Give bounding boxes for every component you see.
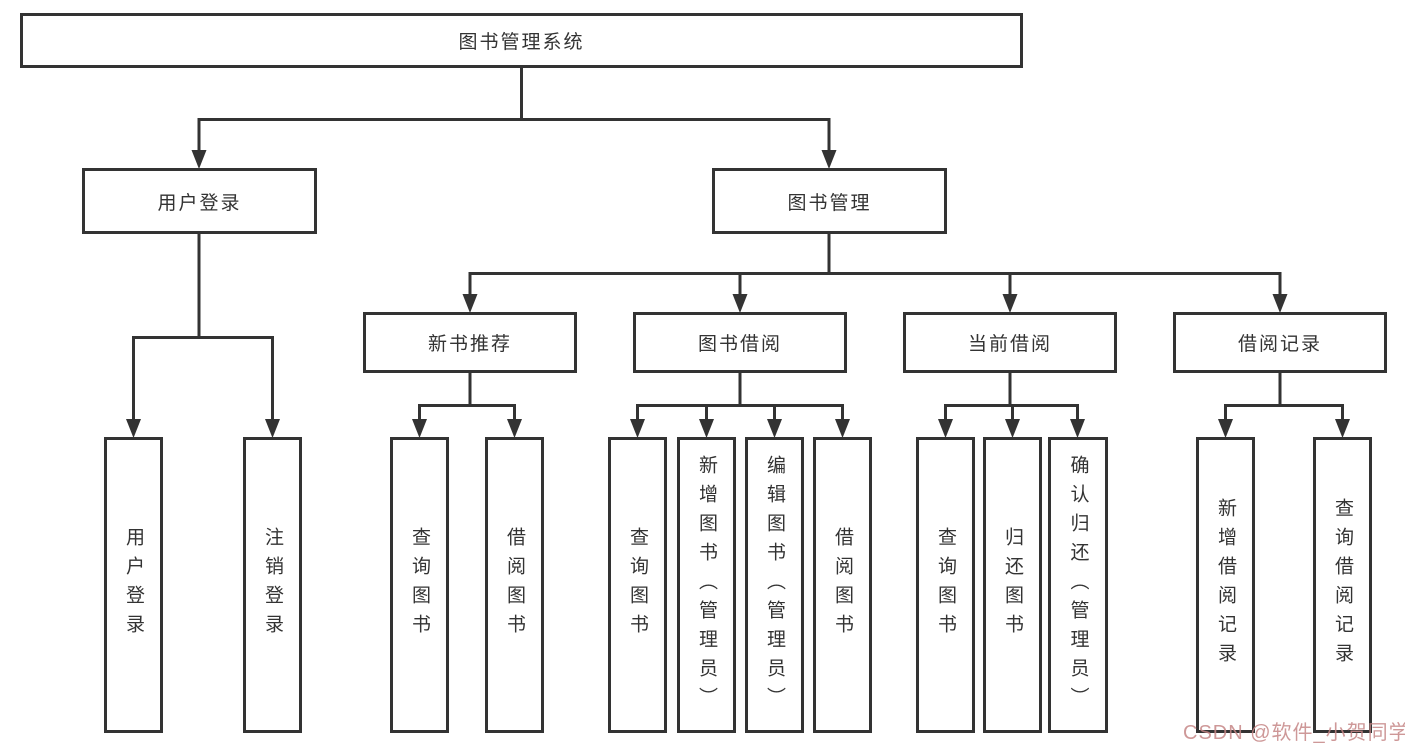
node-new-book-recommend: 新书推荐 (363, 312, 577, 373)
node-book-borrowing-label: 图书借阅 (697, 334, 782, 355)
node-root: 图书管理系统 (20, 13, 1023, 68)
node-user-login: 用户登录 (82, 168, 317, 234)
node-current-borrowing: 当前借阅 (903, 312, 1117, 373)
leaf-user-login-label: 用户登录 (123, 527, 144, 643)
leaf-user-login: 用户登录 (104, 437, 163, 733)
node-user-login-label: 用户登录 (157, 192, 242, 214)
leaf-query-borrow-record: 查询借阅记录 (1313, 437, 1372, 733)
arrowheads (126, 150, 1350, 438)
node-borrow-records: 借阅记录 (1173, 312, 1387, 373)
csdn-watermark: CSDN @软件_小贺同学 (1183, 722, 1405, 744)
node-book-management: 图书管理 (712, 168, 947, 234)
leaf-add-borrow-record: 新增借阅记录 (1196, 437, 1255, 733)
leaf-return-book: 归还图书 (983, 437, 1042, 733)
node-borrow-records-label: 借阅记录 (1237, 334, 1322, 355)
leaf-borrow-books-recommend: 借阅图书 (485, 437, 544, 733)
leaf-add-book-admin-label: 新增图书（管理员） (696, 454, 717, 716)
leaf-add-book-admin: 新增图书（管理员） (677, 437, 736, 733)
leaf-edit-book-admin-label: 编辑图书（管理员） (764, 454, 785, 716)
leaf-edit-book-admin: 编辑图书（管理员） (745, 437, 804, 733)
leaf-query-borrow-record-label: 查询借阅记录 (1332, 498, 1353, 672)
node-new-book-recommend-label: 新书推荐 (427, 334, 512, 355)
leaf-return-book-label: 归还图书 (1002, 527, 1023, 643)
leaf-add-borrow-record-label: 新增借阅记录 (1215, 498, 1236, 672)
leaf-query-books-current: 查询图书 (916, 437, 975, 733)
leaf-confirm-return-admin: 确认归还（管理员） (1048, 437, 1108, 733)
leaf-query-books-current-label: 查询图书 (935, 527, 956, 643)
leaf-logout-label: 注销登录 (262, 527, 283, 643)
leaf-borrow-books-recommend-label: 借阅图书 (504, 527, 525, 643)
leaf-logout: 注销登录 (243, 437, 302, 733)
node-book-borrowing: 图书借阅 (633, 312, 847, 373)
leaf-confirm-return-admin-label: 确认归还（管理员） (1067, 454, 1089, 716)
node-book-management-label: 图书管理 (787, 192, 872, 214)
leaf-query-books-recommend-label: 查询图书 (409, 527, 430, 643)
node-root-label: 图书管理系统 (458, 32, 585, 53)
leaf-borrow-books: 借阅图书 (813, 437, 872, 733)
leaf-query-books-borrow-label: 查询图书 (627, 527, 648, 643)
node-current-borrowing-label: 当前借阅 (967, 334, 1052, 355)
leaf-borrow-books-label: 借阅图书 (832, 527, 853, 643)
leaf-query-books-borrow: 查询图书 (608, 437, 667, 733)
leaf-query-books-recommend: 查询图书 (390, 437, 449, 733)
